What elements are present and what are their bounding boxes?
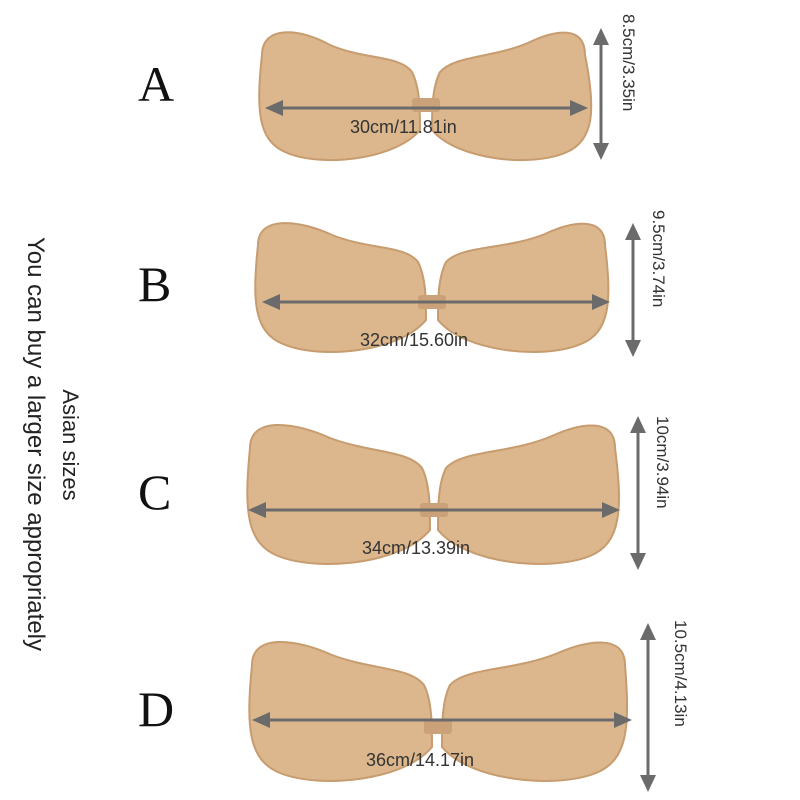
height-measurement: 9.5cm/3.74in: [649, 210, 668, 308]
width-arrow: [252, 712, 632, 728]
size-letter: C: [138, 464, 172, 520]
height-measurement: 10cm/3.94in: [653, 416, 672, 509]
adhesive-bra-pad: [246, 424, 620, 565]
width-arrow: [262, 294, 610, 310]
height-arrow: [640, 623, 656, 792]
height-arrow: [593, 28, 609, 160]
adhesive-bra-pad: [254, 222, 610, 353]
width-measurement: 32cm/15.60in: [360, 330, 469, 350]
pad-illustration-c: [246, 416, 646, 570]
width-measurement: 36cm/14.17in: [366, 750, 475, 770]
size-row-d: D 36cm/14.17in 10.5cm/4.13in: [0, 600, 800, 800]
size-row-a: A 30cm/11.81in 8.5cm/3.35in: [0, 0, 800, 200]
height-measurement: 8.5cm/3.35in: [619, 14, 638, 112]
adhesive-bra-pad: [258, 31, 593, 162]
pad-illustration-a: [258, 28, 609, 162]
height-arrow: [625, 223, 641, 357]
adhesive-bra-pad: [248, 641, 629, 782]
height-arrow: [630, 416, 646, 570]
size-row-b: B 32cm/15.60in 9.5cm/3.74in: [0, 190, 800, 390]
size-row-c: C 34cm/13.39in 10cm/3.94in: [0, 398, 800, 598]
width-arrow: [265, 100, 588, 116]
width-measurement: 30cm/11.81in: [350, 117, 457, 137]
size-letter: A: [138, 56, 175, 112]
width-measurement: 34cm/13.39in: [362, 538, 471, 558]
pad-illustration-b: [254, 222, 641, 357]
pad-illustration-d: [248, 623, 656, 792]
width-arrow: [248, 502, 620, 518]
size-letter: D: [138, 681, 175, 737]
size-letter: B: [138, 256, 172, 312]
height-measurement: 10.5cm/4.13in: [671, 620, 690, 727]
